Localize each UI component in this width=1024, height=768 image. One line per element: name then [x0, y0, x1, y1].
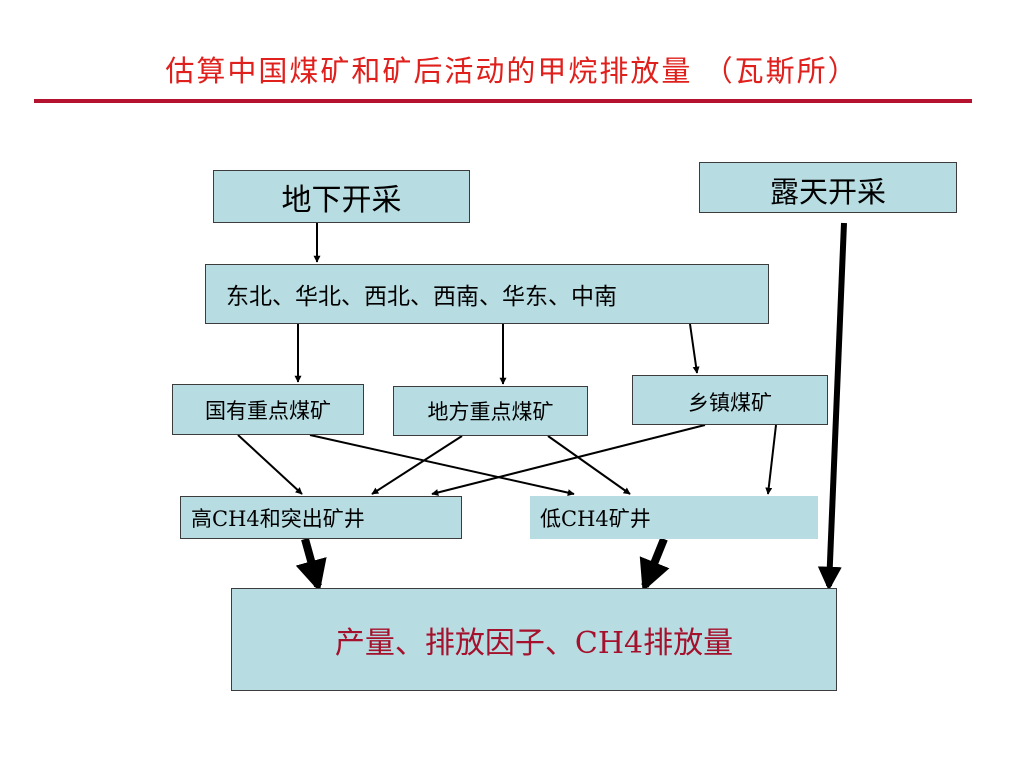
output-box: 产量、排放因子、CH4排放量 [231, 588, 837, 691]
arrow-local-to-high [371, 435, 463, 495]
regions-box: 东北、华北、西北、西南、华东、中南 [205, 264, 769, 324]
state-key-mines-box: 国有重点煤矿 [172, 384, 364, 435]
title-underline [34, 99, 972, 103]
surface-mining-box: 露天开采 [699, 162, 957, 213]
arrow-surface-to-output [817, 222, 847, 591]
arrow-state-to-low [309, 434, 575, 497]
arrow-township-to-high [431, 424, 706, 496]
thin-arrows [237, 223, 777, 497]
arrow-local-to-low [547, 435, 631, 495]
low-ch4-mines-box: 低CH4矿井 [530, 496, 818, 539]
arrow-high-to-output [295, 537, 327, 593]
arrow-state-to-high [237, 434, 303, 495]
underground-mining-box: 地下开采 [213, 170, 470, 223]
local-key-mines-box: 地方重点煤矿 [393, 386, 588, 436]
arrow-regions-to-township [689, 323, 700, 374]
bold-arrows [295, 537, 670, 593]
slide-title: 估算中国煤矿和矿后活动的甲烷排放量 （瓦斯所） [165, 54, 859, 88]
township-mines-box: 乡镇煤矿 [632, 375, 828, 425]
arrow-low-to-output [639, 537, 670, 592]
arrow-township-to-low [765, 424, 777, 495]
high-ch4-outburst-mines-box: 高CH4和突出矿井 [180, 496, 462, 539]
